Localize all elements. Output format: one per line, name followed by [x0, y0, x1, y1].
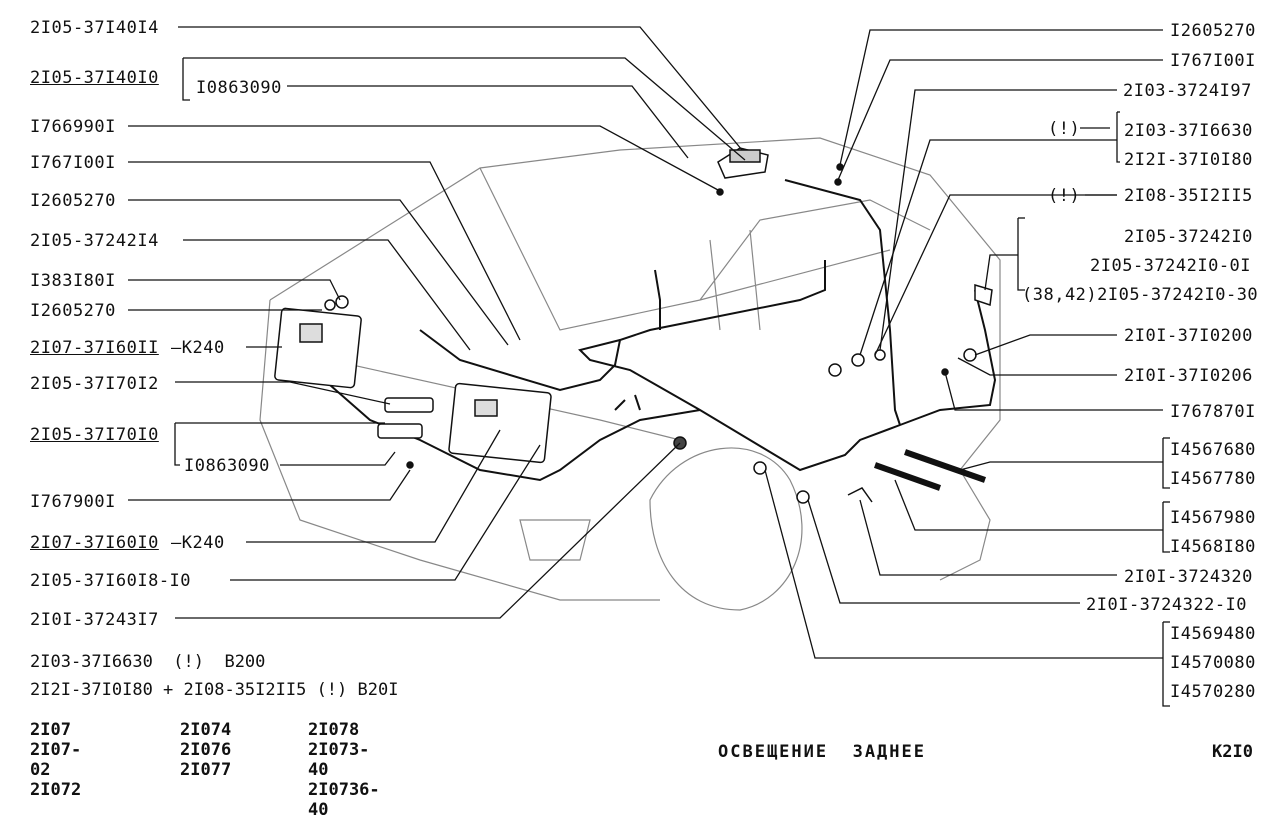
label-14569480: I4569480 — [1170, 624, 1256, 644]
label-2101-3710206: 2I0I-37I0206 — [1124, 366, 1253, 386]
label-12605270-right: I2605270 — [1170, 21, 1256, 41]
model: 2I074 — [180, 720, 232, 740]
legend-line-1: 2I03-37I6630 (!) B200 — [30, 652, 266, 672]
model: 2I07-02 — [30, 740, 82, 780]
label-2101-3724320: 2I0I-3724320 — [1124, 567, 1253, 587]
label-17679001: I767900I — [30, 492, 116, 512]
bracket-right — [974, 283, 993, 306]
label-17669901: I766990I — [30, 117, 116, 137]
clip — [847, 487, 873, 503]
label-2121-371018: 2I2I-37I0I80 — [1124, 150, 1253, 170]
label-17671001-right: I767I00I — [1170, 51, 1256, 71]
tie-strap-1 — [904, 449, 986, 483]
connector-1 — [828, 363, 842, 377]
components — [274, 147, 993, 504]
connector-2 — [851, 353, 865, 367]
label-14567980: I4567980 — [1170, 508, 1256, 528]
connector-5 — [753, 461, 767, 475]
page-code: K2I0 — [1212, 742, 1253, 762]
label-10863090-b: I0863090 — [184, 456, 270, 476]
label-12605270-left-a: I2605270 — [30, 191, 116, 211]
model: 2I076 — [180, 740, 232, 760]
connector-6 — [796, 490, 810, 504]
label-2105-371702: 2I05-37I70I2 — [30, 374, 159, 394]
lamp-right-lens — [474, 399, 498, 417]
legend-line-2: 2I2I-37I0I80 + 2I08-35I2II5 (!) B20I — [30, 680, 399, 700]
model: 2I078 — [308, 720, 360, 740]
lamp-left — [274, 307, 362, 389]
label-17678701: I767870I — [1170, 402, 1256, 422]
label-2101-371020: 2I0I-37I0200 — [1124, 326, 1253, 346]
label-2103-372497: 2I03-3724I97 — [1123, 81, 1252, 101]
model-col-3: 2I078 2I073-40 2I0736-40 — [308, 720, 380, 820]
model: 2I073-40 — [308, 740, 370, 780]
plate-lamp-top — [384, 397, 434, 413]
wiring-harness — [329, 179, 997, 482]
label-2105-371400: 2I05-37I40I0 — [30, 68, 159, 88]
leader-lines — [128, 26, 1170, 707]
legend: 2I03-37I6630 (!) B200 2I2I-37I0I80 + 2I0… — [30, 648, 398, 704]
label-14568180: I4568I80 — [1170, 537, 1256, 557]
label-2101-372437: 2I0I-37243I7 — [30, 610, 159, 630]
label-14570080: I4570080 — [1170, 653, 1256, 673]
label-k240-b: —K240 — [171, 533, 225, 553]
model: 2I07 — [30, 720, 71, 740]
label-2105-372420: 2I05-37242I0 — [1124, 227, 1253, 247]
grommet-2 — [324, 299, 336, 311]
label-k240-a-text: K240 — [181, 338, 225, 358]
label-excl-a: (!) — [1048, 119, 1081, 139]
label-2108-351215: 2I08-35I2II5 — [1124, 186, 1253, 206]
label-2107-371601: 2I07-37I60II — [30, 338, 159, 358]
label-10863090-a: I0863090 — [196, 78, 282, 98]
plate-lamp-bottom — [377, 423, 423, 439]
label-12605270-left-b: I2605270 — [30, 301, 116, 321]
label-2107-371600: 2I07-37I60I0 — [30, 533, 159, 553]
label-13831801: I383I80I — [30, 271, 116, 291]
bolt-1 — [716, 188, 724, 196]
label-17671001-left: I767I00I — [30, 153, 116, 173]
model: 2I072 — [30, 780, 82, 800]
label-excl-b: (!) — [1048, 186, 1081, 206]
label-2105-371700: 2I05-37I70I0 — [30, 425, 159, 445]
label-2105-371404: 2I05-37I40I4 — [30, 18, 159, 38]
wiring-diagram — [128, 26, 1170, 707]
model: 2I0736-40 — [308, 780, 380, 820]
label-14567680: I4567680 — [1170, 440, 1256, 460]
car-body-outline — [259, 137, 1001, 611]
connector-4 — [963, 348, 977, 362]
tie-strap-2 — [873, 462, 942, 491]
model: 2I077 — [180, 760, 232, 780]
page-title: ОСВЕЩЕНИЕ ЗАДНЕЕ — [718, 742, 926, 762]
label-2105-371608-10: 2I05-37I60I8-I0 — [30, 571, 192, 591]
label-14567780: I4567780 — [1170, 469, 1256, 489]
label-2105-372424: 2I05-37242I4 — [30, 231, 159, 251]
model-col-1: 2I07 2I07-02 2I072 — [30, 720, 81, 800]
model-col-2: 2I074 2I076 2I077 — [180, 720, 231, 780]
bolt-2 — [406, 461, 414, 469]
label-2105-372420-01: 2I05-37242I0-0I — [1090, 256, 1252, 276]
label-k240-b-text: K240 — [181, 533, 225, 553]
lamp-left-lens — [299, 323, 323, 343]
label-14570280: I4570280 — [1170, 682, 1256, 702]
label-2101-3724322-10: 2I0I-3724322-I0 — [1086, 595, 1248, 615]
label-k240-a: —K240 — [171, 338, 225, 358]
label-2105-372420-30: (38,42)2I05-37242I0-30 — [1022, 285, 1259, 305]
label-2103-371663: 2I03-37I6630 — [1124, 121, 1253, 141]
grommet-1 — [335, 295, 349, 309]
